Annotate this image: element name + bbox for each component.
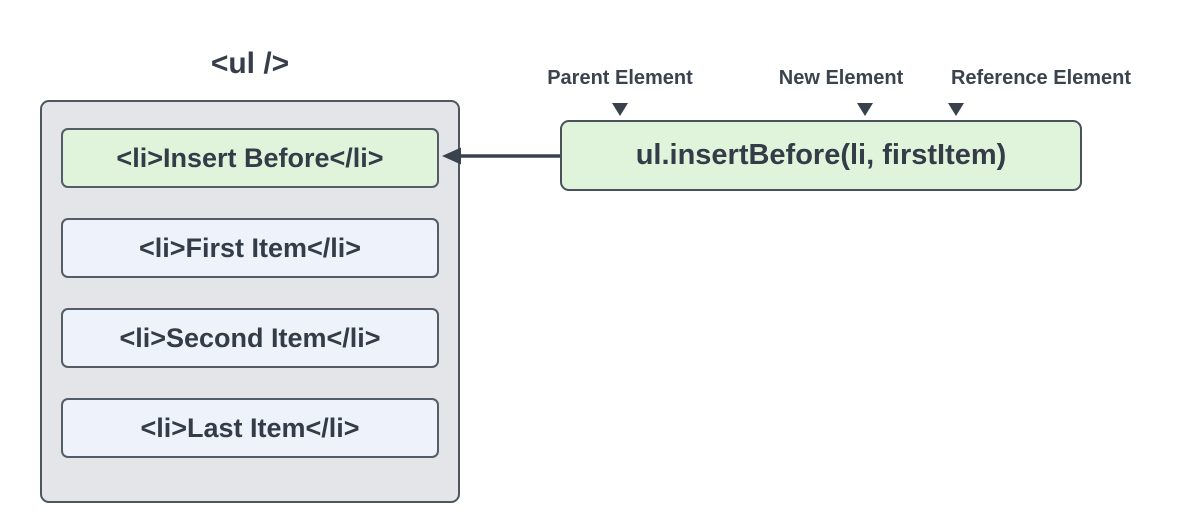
ul-container: <li>Insert Before</li> <li>First Item</l… bbox=[40, 100, 460, 503]
down-pointer-icon bbox=[612, 103, 628, 116]
list-item-insert-before: <li>Insert Before</li> bbox=[61, 128, 439, 188]
insert-arrow-icon bbox=[442, 147, 560, 165]
annotation-reference-element: Reference Element bbox=[950, 67, 1132, 89]
list-item-second: <li>Second Item</li> bbox=[61, 308, 439, 368]
list-item-last: <li>Last Item</li> bbox=[61, 398, 439, 458]
annotation-parent-element: Parent Element bbox=[547, 67, 693, 89]
code-box: ul.insertBefore(li, firstItem) bbox=[560, 120, 1082, 191]
down-pointer-icon bbox=[857, 103, 873, 116]
list-item-first: <li>First Item</li> bbox=[61, 218, 439, 278]
ul-title: <ul /> bbox=[210, 47, 290, 80]
annotation-new-element: New Element bbox=[778, 67, 904, 89]
down-pointer-icon bbox=[948, 103, 964, 116]
